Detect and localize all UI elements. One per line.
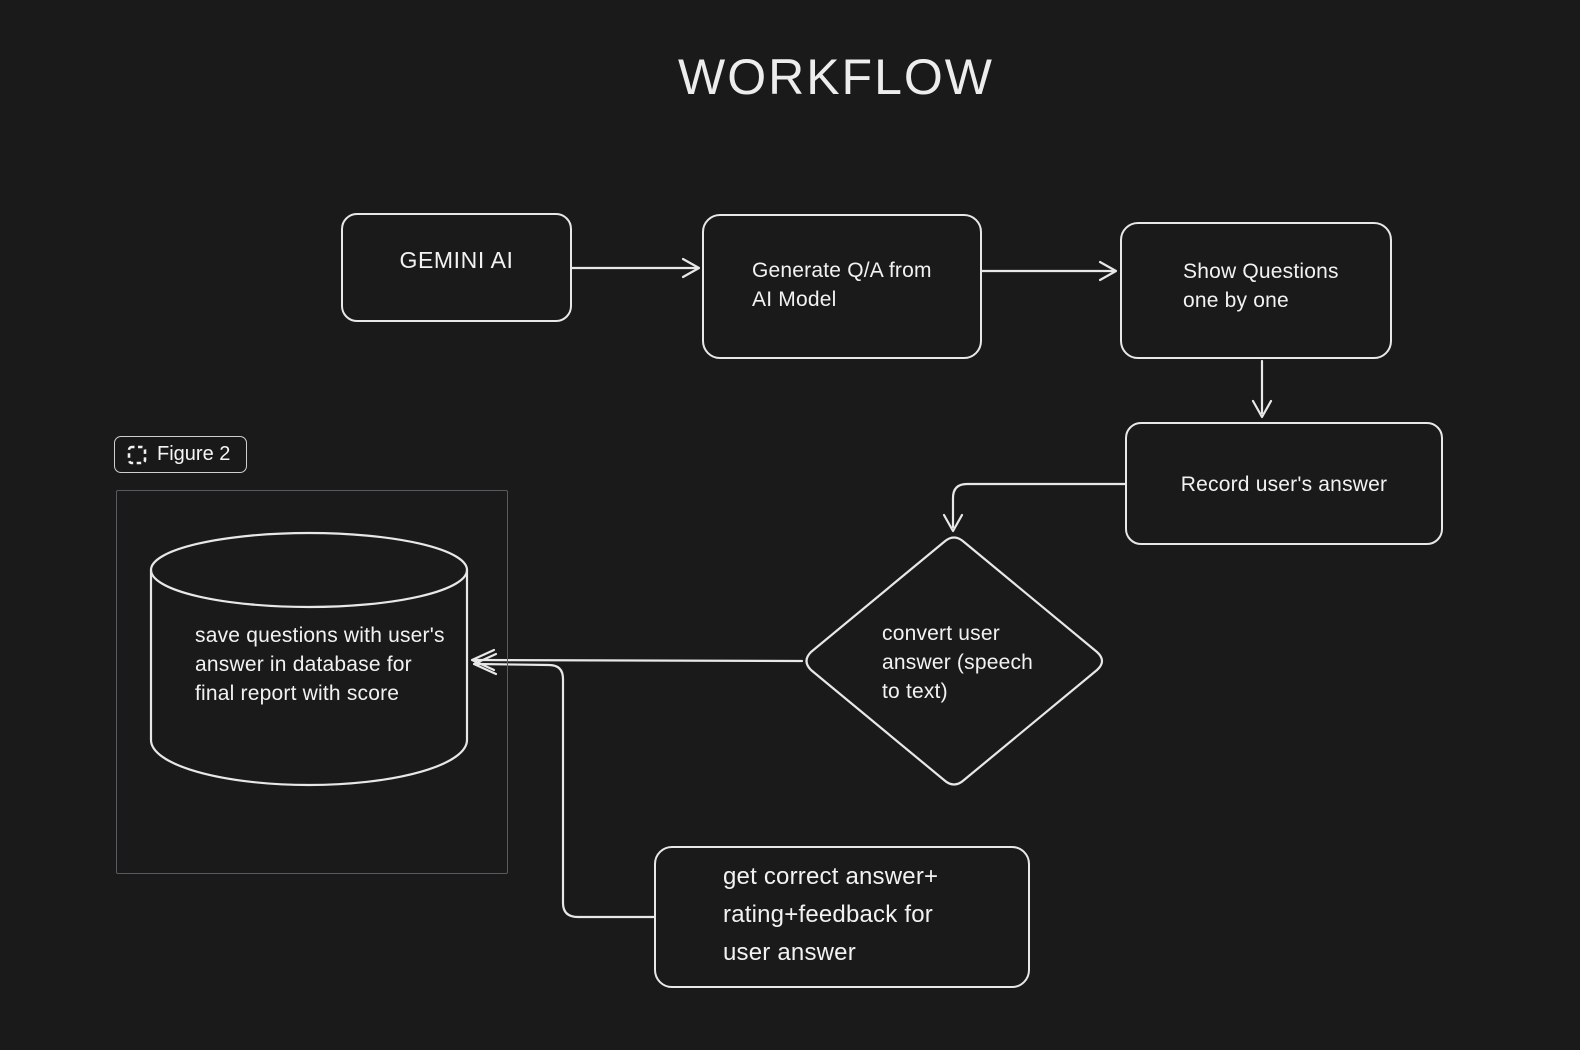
node-generate-qa-label: Generate Q/A from AI Model	[752, 259, 932, 311]
figure-badge-label: Figure 2	[157, 443, 231, 465]
figure-selection-frame[interactable]	[116, 490, 508, 874]
node-convert-answer-label: convert user answer (speech to text)	[882, 622, 1034, 703]
cylinder-shape-database	[151, 533, 467, 785]
diagram-title: WORKFLOW	[678, 49, 994, 105]
node-get-feedback-label: get correct answer+ rating+feedback for …	[723, 863, 939, 966]
node-record-answer[interactable]	[1125, 422, 1443, 545]
node-record-answer-label: Record user's answer	[1180, 473, 1388, 496]
arrow-show-to-record	[1253, 361, 1271, 417]
arrow-gemini-to-generate	[572, 259, 699, 277]
arrow-record-to-convert	[944, 484, 1125, 531]
figure-badge[interactable]: Figure 2	[114, 436, 248, 473]
node-show-questions-label: Show Questions one by one	[1183, 260, 1339, 312]
node-generate-qa[interactable]	[702, 214, 982, 359]
node-get-feedback[interactable]	[654, 846, 1030, 988]
node-show-questions[interactable]	[1120, 222, 1392, 359]
node-save-database-label: save questions with user's answer in dat…	[195, 624, 445, 705]
arrow-feedback-to-database	[474, 654, 654, 917]
diamond-shape-convert-answer	[807, 538, 1103, 785]
arrow-convert-to-database	[472, 650, 802, 670]
dashed-frame-icon	[127, 445, 147, 465]
arrow-generate-to-show	[982, 262, 1116, 280]
node-gemini-ai-label: GEMINI AI	[399, 247, 514, 273]
node-gemini-ai[interactable]	[341, 213, 572, 322]
